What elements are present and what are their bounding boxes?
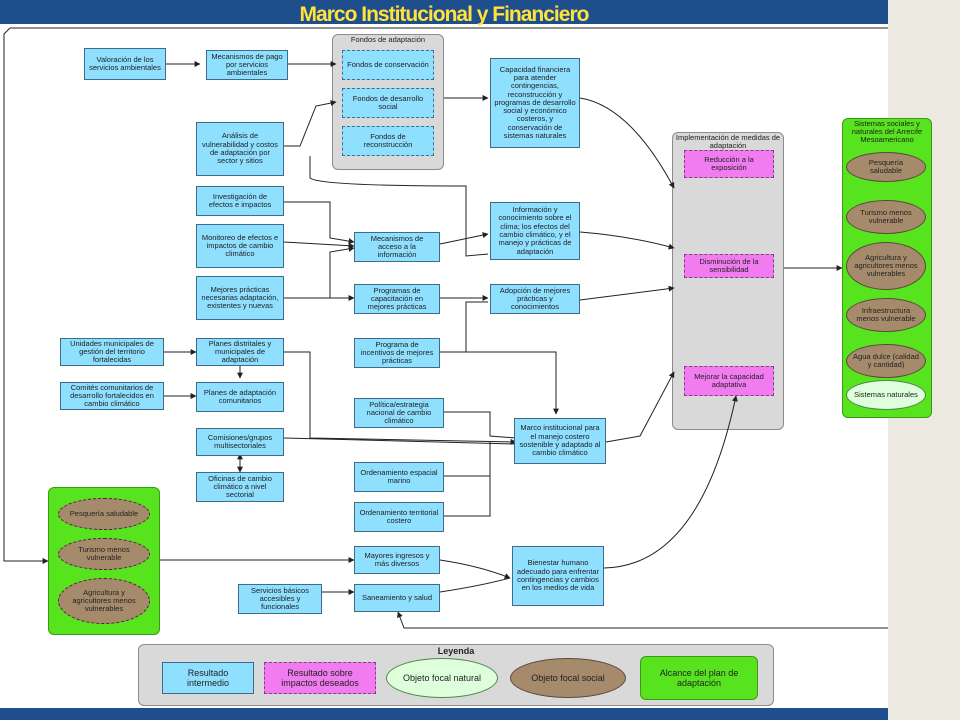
footer-bar	[0, 708, 888, 720]
impact-mejorar: Mejorar la capacidad adaptativa	[684, 366, 774, 396]
outcome-infraestructura: Infraestructura menos vulnerable	[846, 298, 926, 332]
connector-lines	[3, 27, 888, 629]
node-saneamiento: Saneamiento y salud	[354, 584, 440, 612]
node-practicas: Mejores prácticas necesarias adaptación,…	[196, 276, 284, 320]
legend-impactos: Resultado sobre impactos deseados	[264, 662, 376, 694]
node-ord-terrestre: Ordenamiento territorial costero	[354, 502, 444, 532]
node-oficinas: Oficinas de cambio climático a nivel sec…	[196, 472, 284, 502]
leyenda-panel-title: Leyenda	[437, 646, 475, 656]
node-investigacion: Investigación de efectos e impactos	[196, 186, 284, 216]
left-outcome-agricultura: Agricultura y agricultores menos vulnera…	[58, 578, 150, 624]
node-politica: Política/estrategia nacional de cambio c…	[354, 398, 444, 428]
node-ord-marino: Ordenamiento espacial marino	[354, 462, 444, 492]
legend-natural: Objeto focal natural	[386, 658, 498, 698]
outer-frame-line	[10, 27, 888, 29]
node-bienestar: Bienestar humano adecuado para enfrentar…	[512, 546, 604, 606]
impact-reduccion: Reducción a la exposición	[684, 150, 774, 178]
outcome-pesqueria: Pesquería saludable	[846, 152, 926, 182]
left-frame-line	[3, 27, 49, 564]
node-comisiones: Comisiones/grupos multisectoriales	[196, 428, 284, 456]
node-adopcion: Adopción de mejores prácticas y conocimi…	[490, 284, 580, 314]
implementacion-panel-title: Implementación de medidas de adaptación	[675, 133, 781, 150]
node-unidades: Unidades municipales de gestión del terr…	[60, 338, 164, 366]
node-mecanismos-pago: Mecanismos de pago por servicios ambient…	[206, 50, 288, 80]
node-analisis: Análisis de vulnerabilidad y costos de a…	[196, 122, 284, 176]
diagram-canvas: Fondos de adaptación Implementación de m…	[0, 26, 932, 708]
sistemas-panel-title: Sistemas sociales y naturales del Arreci…	[851, 119, 923, 144]
legend-alcance: Alcance del plan de adaptación	[640, 656, 758, 700]
fondos-panel-title: Fondos de adaptación	[350, 35, 426, 44]
node-fondo-reconstruccion: Fondos de reconstrucción	[342, 126, 434, 156]
node-prog-capacitacion: Programas de capacitación en mejores prá…	[354, 284, 440, 314]
left-outcome-pesqueria: Pesquería saludable	[58, 498, 150, 530]
node-prog-incentivos: Programa de incentivos de mejores prácti…	[354, 338, 440, 368]
outcome-sistemas-naturales: Sistemas naturales	[846, 380, 926, 410]
node-informacion: Información y conocimiento sobre el clim…	[490, 202, 580, 260]
impact-disminucion: Disminución de la sensibilidad	[684, 254, 774, 278]
node-monitoreo: Monitoreo de efectos e impactos de cambi…	[196, 224, 284, 268]
node-fondo-social: Fondos de desarrollo social	[342, 88, 434, 118]
node-planes-comunitarios: Planes de adaptación comunitarios	[196, 382, 284, 412]
outcome-agricultura: Agricultura y agricultores menos vulnera…	[846, 242, 926, 290]
node-planes-distritales: Planes distritales y municipales de adap…	[196, 338, 284, 366]
node-fondo-conservacion: Fondos de conservación	[342, 50, 434, 80]
legend-social: Objeto focal social	[510, 658, 626, 698]
outcome-turismo: Turismo menos vulnerable	[846, 200, 926, 234]
left-outcome-turismo: Turismo menos vulnerable	[58, 538, 150, 570]
node-mec-acceso: Mecanismos de acceso a la información	[354, 232, 440, 262]
node-comites: Comités comunitarios de desarrollo forta…	[60, 382, 164, 410]
node-servicios: Servicios básicos accesibles y funcional…	[238, 584, 322, 614]
node-ingresos: Mayores ingresos y más diversos	[354, 546, 440, 574]
node-capacidad: Capacidad financiera para atender contin…	[490, 58, 580, 148]
node-marco: Marco institucional para el manejo coste…	[514, 418, 606, 464]
slide-title: Marco Institucional y Financiero	[299, 3, 590, 26]
header-bar	[0, 0, 888, 24]
outcome-agua: Agua dulce (calidad y cantidad)	[846, 344, 926, 378]
legend-intermedio: Resultado intermedio	[162, 662, 254, 694]
node-valoracion: Valoración de los servicios ambientales	[84, 48, 166, 80]
